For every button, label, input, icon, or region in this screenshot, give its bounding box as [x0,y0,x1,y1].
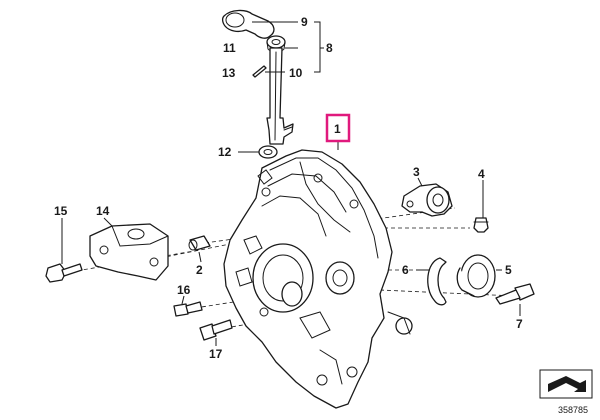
callout-16[interactable]: 16 [177,283,191,297]
callout-17[interactable]: 17 [209,347,223,361]
housing-bolt-short [173,301,203,317]
transmission-housing [223,149,413,409]
leader-lines [61,21,521,346]
selected-part-highlight [325,113,351,143]
housing-bolt-long [199,319,233,341]
locking-pin [252,65,267,78]
shaft-seal-ring [258,145,278,159]
rubber-grommet [266,35,286,52]
flip-arrow-icon [539,369,593,399]
callout-6[interactable]: 6 [402,263,409,277]
callout-labels: 9 11 8 13 10 1 12 3 4 15 14 2 6 5 16 7 1… [54,15,523,361]
retaining-circlip [427,257,447,306]
callout-3[interactable]: 3 [413,165,420,179]
callout-14[interactable]: 14 [96,204,110,218]
callout-5[interactable]: 5 [505,263,512,277]
mounting-bracket [89,223,169,281]
callout-11[interactable]: 11 [223,41,236,55]
flange-bolt [495,283,535,305]
callout-2[interactable]: 2 [196,263,203,277]
callout-8[interactable]: 8 [326,41,333,55]
callout-7[interactable]: 7 [516,317,523,331]
callout-15[interactable]: 15 [54,204,68,218]
callout-13[interactable]: 13 [222,66,236,80]
bracket-bolt [45,263,83,283]
callout-10[interactable]: 10 [289,66,303,80]
document-number: 358785 [558,405,588,415]
callout-9[interactable]: 9 [301,15,308,29]
cover-bolt [473,217,489,233]
callout-1[interactable]: 1 [334,122,341,136]
bearing-cover [401,183,453,217]
callout-12[interactable]: 12 [218,145,232,159]
shift-lever-cap [221,9,275,39]
dowel-sleeve [188,235,211,251]
selector-shaft [266,47,294,145]
shaft-seal [456,254,496,298]
callout-4[interactable]: 4 [478,167,485,181]
